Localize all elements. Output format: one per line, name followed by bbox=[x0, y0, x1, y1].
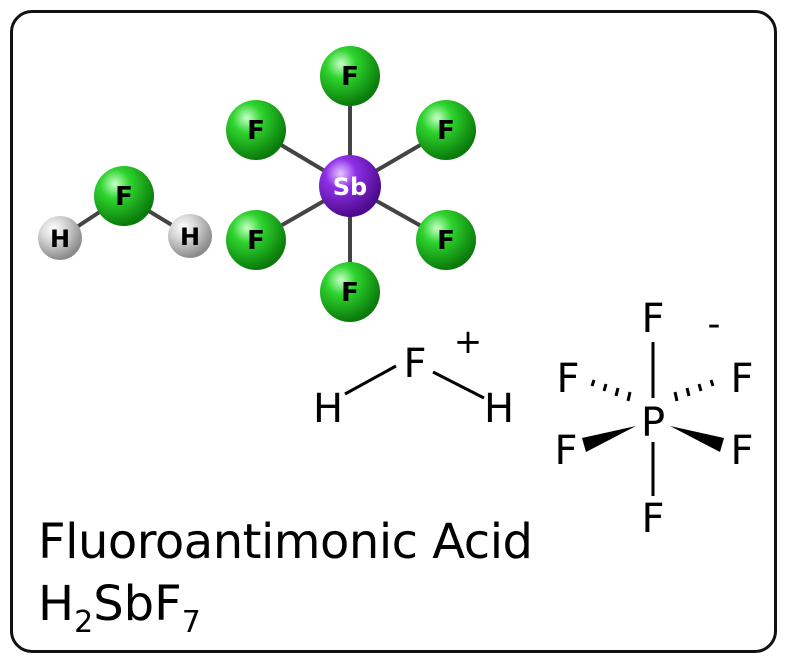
atom-ball-h-right bbox=[168, 214, 212, 258]
atom-label-h-left: H bbox=[50, 225, 70, 253]
structural-h2f-cation: F H H + bbox=[313, 322, 514, 432]
atom-ball-f-bottom bbox=[320, 262, 380, 322]
struct-atom-h-right: H bbox=[484, 386, 514, 432]
struct-bond-h-f-left bbox=[344, 364, 397, 396]
structural-pf6-anion: P F F F F F F - bbox=[554, 296, 753, 542]
struct-charge-plus: + bbox=[454, 322, 483, 362]
struct-atom-f-lower-left: F bbox=[554, 428, 577, 474]
struct-bond-f-h-right bbox=[432, 370, 485, 400]
formula-part-sbf: SbF bbox=[93, 576, 182, 632]
atom-ball-f-upper-right bbox=[416, 100, 476, 160]
diagram-frame bbox=[10, 10, 777, 653]
struct-atom-p: P bbox=[641, 400, 665, 446]
atom-ball-f-top bbox=[320, 46, 380, 106]
atom-ball-f-center bbox=[94, 166, 154, 226]
struct-atom-f-upper-right: F bbox=[730, 356, 753, 402]
atom-label-f-lower-left: F bbox=[247, 226, 265, 256]
atom-ball-f-lower-left bbox=[226, 210, 286, 270]
struct-wedge-bond-lower-right bbox=[670, 426, 724, 452]
atom-ball-f-lower-right bbox=[416, 210, 476, 270]
compound-name: Fluoroantimonic Acid bbox=[38, 514, 533, 570]
struct-wedge-bond-lower-left bbox=[582, 426, 636, 452]
atom-ball-sb-center bbox=[319, 155, 381, 217]
atom-label-f-top: F bbox=[341, 62, 359, 92]
ball-model-sbf6: F F F F F F Sb bbox=[226, 46, 476, 322]
atom-ball-f-upper-left bbox=[226, 100, 286, 160]
struct-atom-f: F bbox=[403, 341, 426, 387]
struct-atom-h-left: H bbox=[313, 386, 343, 432]
atom-label-sb-center: Sb bbox=[333, 173, 367, 201]
atom-ball-h-left bbox=[38, 216, 82, 260]
formula-subscript-7: 7 bbox=[181, 605, 201, 640]
atom-label-h-right: H bbox=[180, 223, 200, 251]
struct-hash-bond-upper-left bbox=[590, 379, 632, 402]
compound-formula: H2SbF7 bbox=[38, 576, 201, 640]
ball-model-hf: H H F bbox=[38, 166, 212, 260]
formula-subscript-2: 2 bbox=[74, 605, 94, 640]
struct-atom-f-top: F bbox=[641, 296, 664, 342]
atom-label-f-lower-right: F bbox=[437, 226, 455, 256]
atom-label-f-bottom: F bbox=[341, 278, 359, 308]
struct-atom-f-lower-right: F bbox=[730, 428, 753, 474]
struct-atom-f-bottom: F bbox=[641, 496, 664, 542]
struct-hash-bond-upper-right bbox=[673, 379, 715, 402]
atom-label-f-center: F bbox=[115, 182, 133, 212]
formula-part-h: H bbox=[38, 576, 75, 632]
atom-label-f-upper-left: F bbox=[247, 116, 265, 146]
struct-charge-minus: - bbox=[708, 304, 721, 345]
struct-atom-f-upper-left: F bbox=[556, 356, 579, 402]
atom-label-f-upper-right: F bbox=[437, 116, 455, 146]
